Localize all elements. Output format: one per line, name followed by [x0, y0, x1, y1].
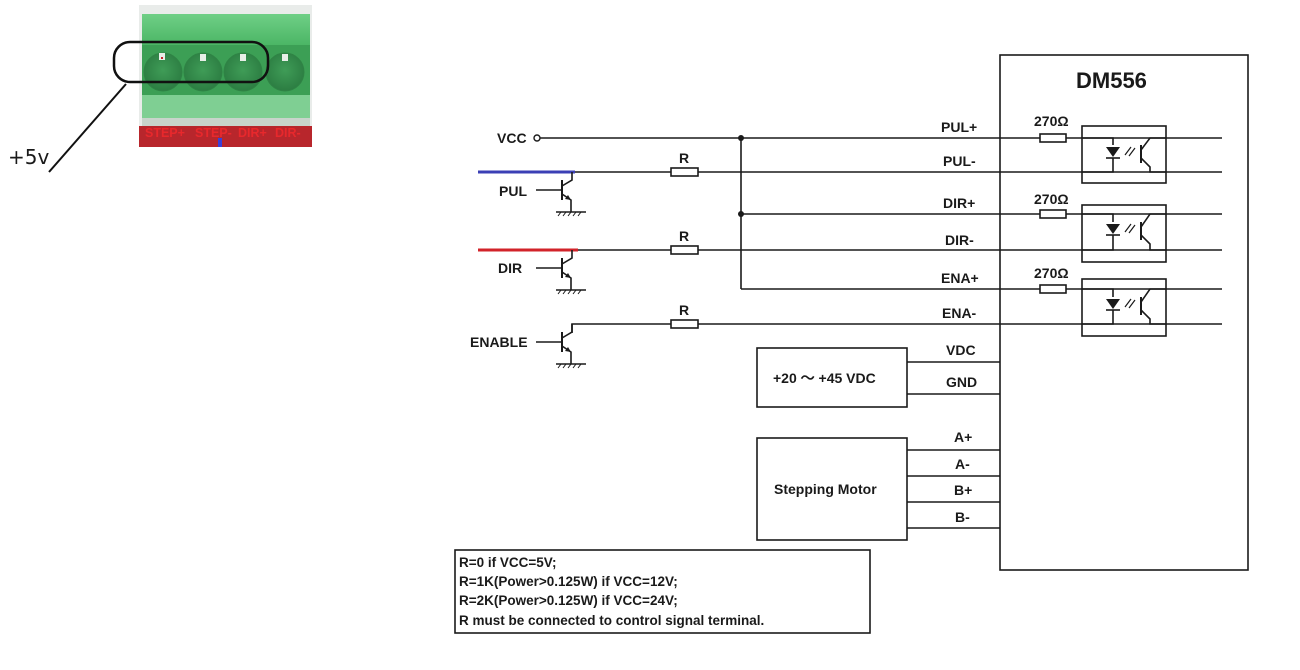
- internal-resistor: [1039, 284, 1067, 294]
- pin-gnd: GND: [946, 374, 977, 390]
- pul-transistor-icon: [536, 172, 586, 217]
- internal-resistor: [1039, 133, 1067, 143]
- stepping-motor-box: [756, 437, 908, 541]
- vcc-label: VCC: [497, 130, 527, 146]
- resistor-r-pul: [670, 167, 699, 177]
- terminal-pul-minus: PUL-: [943, 153, 976, 169]
- terminal-pul-plus: PUL+: [941, 119, 977, 135]
- power-supply-box: [756, 347, 908, 408]
- annotation-pointer-line: [48, 83, 127, 173]
- resistor-label: R: [679, 302, 689, 318]
- pin-vdc: VDC: [946, 342, 976, 358]
- enable-transistor-icon: [536, 324, 586, 369]
- terminal-label-step-minus: STEP-: [195, 126, 232, 140]
- optocoupler-dir: 270Ω: [1034, 191, 1167, 263]
- power-supply-label: +20 ～ +45 VDC: [773, 370, 876, 386]
- terminal-ena-plus: ENA+: [941, 270, 979, 286]
- note-line: R must be connected to control signal te…: [459, 613, 764, 628]
- pul-label: PUL: [499, 183, 527, 199]
- note-line: R=0 if VCC=5V;: [459, 555, 557, 570]
- terminal-dir-plus: DIR+: [943, 195, 975, 211]
- internal-resistor: [1039, 209, 1067, 219]
- terminal-block-base: [142, 95, 310, 118]
- light-rays-icon: [1124, 146, 1136, 157]
- driver-box: [999, 54, 1249, 571]
- dir-label: DIR: [498, 260, 522, 276]
- terminal-ena-minus: ENA-: [942, 305, 977, 321]
- led-icon: [1106, 224, 1120, 234]
- notes-box: [454, 549, 871, 634]
- dir-transistor-icon: [536, 250, 586, 295]
- optocoupler-pul: 270Ω: [1034, 113, 1167, 184]
- pin-b-minus: B-: [955, 509, 970, 525]
- pin-a-plus: A+: [954, 429, 972, 445]
- stepping-motor-label: Stepping Motor: [774, 481, 877, 497]
- pin-a-minus: A-: [955, 456, 970, 472]
- optocoupler-box: [1081, 125, 1167, 184]
- enable-wire: [571, 323, 671, 333]
- terminal-label-step-plus: STEP+: [145, 126, 185, 140]
- optocoupler-box: [1081, 204, 1167, 263]
- internal-resistor-label: 270Ω: [1034, 265, 1069, 281]
- pcb-strip: [139, 126, 312, 147]
- optocoupler-ena: 270Ω: [1034, 265, 1167, 337]
- note-line: R=1K(Power>0.125W) if VCC=12V;: [459, 574, 678, 589]
- led-icon: [1106, 299, 1120, 309]
- annotation-label-5v: +5v: [8, 145, 49, 169]
- terminal-label-dir-minus: DIR-: [275, 126, 301, 140]
- driver-title: DM556: [1076, 68, 1147, 93]
- enable-label: ENABLE: [470, 334, 528, 350]
- terminal-label-dir-plus: DIR+: [238, 126, 267, 140]
- resistor-r-enable: [670, 319, 699, 329]
- light-rays-icon: [1124, 298, 1136, 309]
- terminal-dir-minus: DIR-: [945, 232, 974, 248]
- resistor-label: R: [679, 150, 689, 166]
- internal-resistor-label: 270Ω: [1034, 113, 1069, 129]
- led-icon: [1106, 147, 1120, 157]
- resistor-r-dir: [670, 245, 699, 255]
- junction-dot: [738, 135, 744, 141]
- terminal-block-photo: STEP+ STEP- DIR+ DIR-: [139, 5, 312, 147]
- resistor-label: R: [679, 228, 689, 244]
- light-rays-icon: [1124, 223, 1136, 234]
- optocoupler-box: [1081, 278, 1167, 337]
- pin-b-plus: B+: [954, 482, 972, 498]
- annotation-circle: [112, 40, 270, 84]
- note-line: R=2K(Power>0.125W) if VCC=24V;: [459, 593, 678, 608]
- internal-resistor-label: 270Ω: [1034, 191, 1069, 207]
- vcc-terminal-icon: [533, 134, 541, 142]
